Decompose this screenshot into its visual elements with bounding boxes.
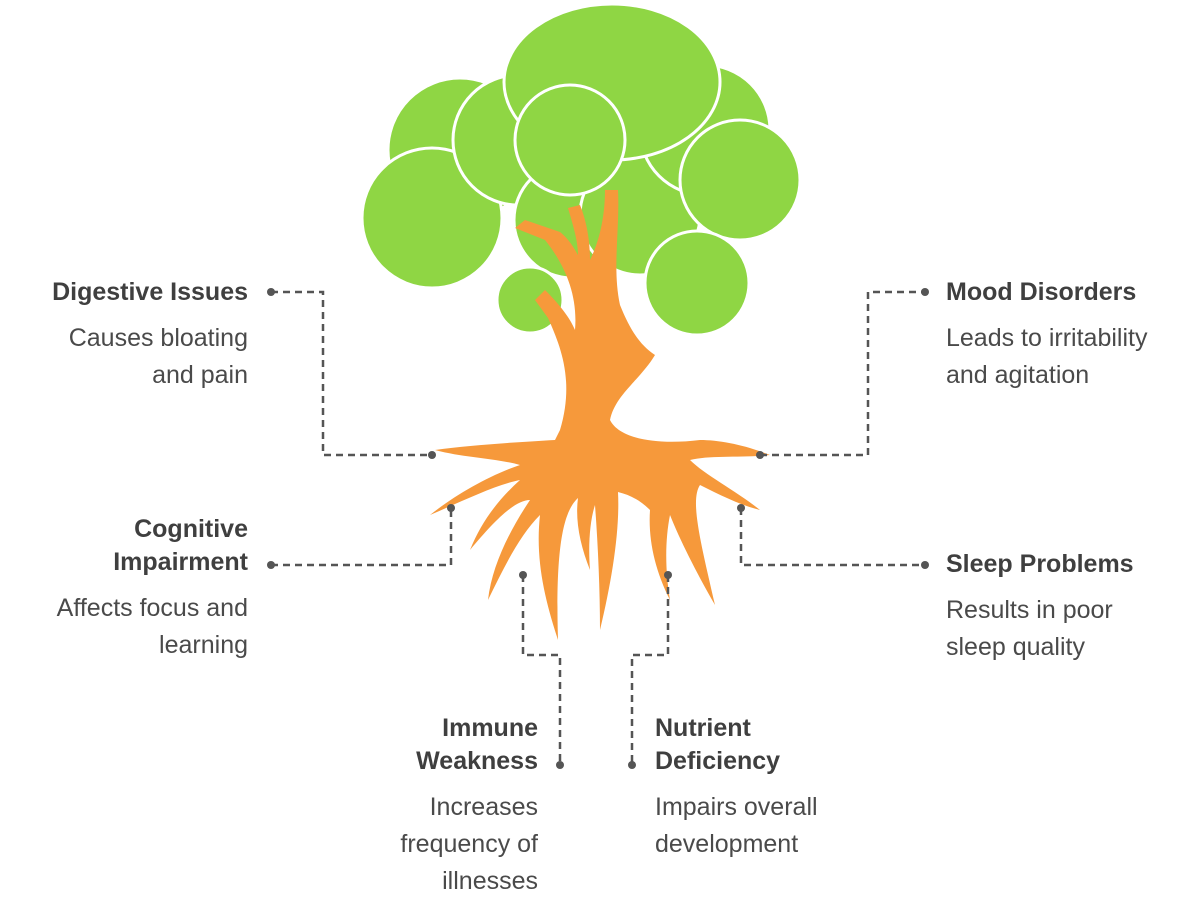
desc-line: Impairs overall xyxy=(655,789,895,826)
desc-line: frequency of xyxy=(318,826,538,863)
desc-line: development xyxy=(655,826,895,863)
connector-sleep-problems xyxy=(737,504,929,569)
connector-endpoint-dot xyxy=(447,504,455,512)
callout-title: Cognitive Impairment xyxy=(0,513,248,579)
title-line: Weakness xyxy=(318,745,538,778)
foliage-blob xyxy=(645,231,749,335)
callout-mood-disorders: Mood Disorders Leads to irritability and… xyxy=(946,276,1200,394)
title-line: Digestive Issues xyxy=(0,276,248,309)
title-line: Sleep Problems xyxy=(946,548,1200,581)
callout-digestive-issues: Digestive Issues Causes bloating and pai… xyxy=(0,276,248,394)
connector-endpoint-dot xyxy=(428,451,436,459)
desc-line: sleep quality xyxy=(946,629,1200,666)
callout-description: Increases frequency of illnesses xyxy=(318,789,538,900)
callout-description: Impairs overall development xyxy=(655,789,895,863)
desc-line: Causes bloating xyxy=(0,320,248,357)
title-line: Immune xyxy=(318,712,538,745)
foliage-blob xyxy=(680,120,800,240)
callout-title: Mood Disorders xyxy=(946,276,1200,309)
connector-digestive-issues xyxy=(267,288,436,459)
connector-endpoint-dot xyxy=(267,288,275,296)
title-line: Impairment xyxy=(0,546,248,579)
foliage-blob xyxy=(515,85,625,195)
connector-dashed-line xyxy=(271,508,451,565)
connector-mood-disorders xyxy=(756,288,929,459)
desc-line: learning xyxy=(0,627,248,664)
connector-endpoint-dot xyxy=(628,761,636,769)
desc-line: Leads to irritability xyxy=(946,320,1200,357)
callout-title: Sleep Problems xyxy=(946,548,1200,581)
desc-line: Affects focus and xyxy=(0,590,248,627)
title-line: Deficiency xyxy=(655,745,895,778)
callout-sleep-problems: Sleep Problems Results in poor sleep qua… xyxy=(946,548,1200,666)
connector-endpoint-dot xyxy=(556,761,564,769)
callout-description: Leads to irritability and agitation xyxy=(946,320,1200,394)
callout-title: Digestive Issues xyxy=(0,276,248,309)
connector-endpoint-dot xyxy=(267,561,275,569)
callout-description: Causes bloating and pain xyxy=(0,320,248,394)
desc-line: and pain xyxy=(0,357,248,394)
connector-endpoint-dot xyxy=(519,571,527,579)
desc-line: illnesses xyxy=(318,863,538,900)
connector-endpoint-dot xyxy=(737,504,745,512)
connector-cognitive-impairment xyxy=(267,504,455,569)
connector-dashed-line xyxy=(760,292,925,455)
title-line: Nutrient xyxy=(655,712,895,745)
callout-description: Results in poor sleep quality xyxy=(946,592,1200,666)
callout-description: Affects focus and learning xyxy=(0,590,248,664)
connector-dashed-line xyxy=(271,292,432,455)
desc-line: Increases xyxy=(318,789,538,826)
connector-endpoint-dot xyxy=(921,561,929,569)
connector-dashed-line xyxy=(741,508,925,565)
connector-endpoint-dot xyxy=(756,451,764,459)
connector-endpoint-dot xyxy=(664,571,672,579)
title-line: Mood Disorders xyxy=(946,276,1200,309)
callout-title: Nutrient Deficiency xyxy=(655,712,895,778)
title-line: Cognitive xyxy=(0,513,248,546)
callout-cognitive-impairment: Cognitive Impairment Affects focus and l… xyxy=(0,513,248,664)
callout-nutrient-deficiency: Nutrient Deficiency Impairs overall deve… xyxy=(655,712,895,863)
desc-line: and agitation xyxy=(946,357,1200,394)
callout-immune-weakness: Immune Weakness Increases frequency of i… xyxy=(318,712,538,900)
callout-title: Immune Weakness xyxy=(318,712,538,778)
connector-endpoint-dot xyxy=(921,288,929,296)
desc-line: Results in poor xyxy=(946,592,1200,629)
